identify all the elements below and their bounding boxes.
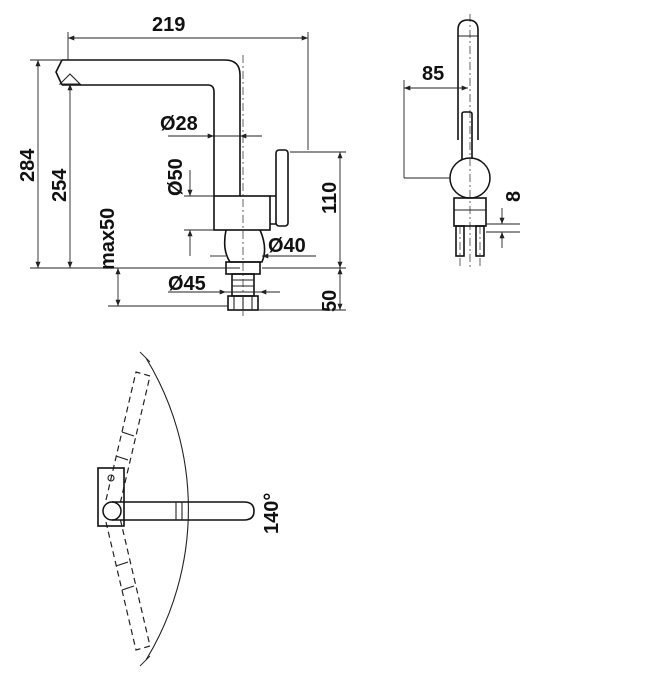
label-dia-base: Ø40 [268, 235, 306, 257]
dim-dia-spout: Ø28 [160, 113, 262, 139]
dim-width-total: 219 [67, 14, 309, 150]
label-swivel-angle: 140° [261, 493, 283, 534]
top-view: 140° [97, 351, 283, 667]
label-height-lever: 110 [319, 182, 341, 214]
side-faucet-outline [449, 14, 491, 268]
dim-height-lever: 110 [262, 151, 346, 269]
dim-shank: 50 [258, 268, 346, 312]
label-width-total: 219 [152, 14, 185, 36]
dim-dia-body: Ø50 [165, 158, 214, 256]
top-faucet-body [97, 467, 255, 527]
dim-dia-hole: Ø45 [168, 273, 280, 295]
dim-dia-base: Ø40 [210, 235, 316, 259]
label-lever-gap: 8 [503, 191, 525, 202]
front-view: 219 284 254 max50 Ø28 [17, 14, 346, 316]
dim-height-spout: 254 [49, 84, 73, 268]
label-height-spout: 254 [49, 168, 71, 202]
label-dia-spout: Ø28 [160, 113, 198, 135]
swivel-arc [145, 357, 189, 661]
front-faucet-outline [55, 55, 289, 316]
dim-lever-offset: 85 [403, 63, 468, 179]
label-max-deck: max50 [97, 208, 119, 270]
label-height-total: 284 [17, 148, 39, 182]
label-shank: 50 [319, 290, 341, 312]
spout-position-upper [105, 371, 151, 505]
dim-lever-gap: 8 [486, 191, 525, 248]
dim-height-total: 284 [17, 59, 240, 269]
dim-max-deck: max50 [97, 208, 228, 307]
side-view: 85 8 [403, 14, 525, 268]
spout-position-lower [105, 517, 151, 651]
label-dia-hole: Ø45 [168, 273, 206, 295]
label-lever-offset: 85 [422, 63, 444, 85]
label-dia-body: Ø50 [165, 158, 187, 196]
